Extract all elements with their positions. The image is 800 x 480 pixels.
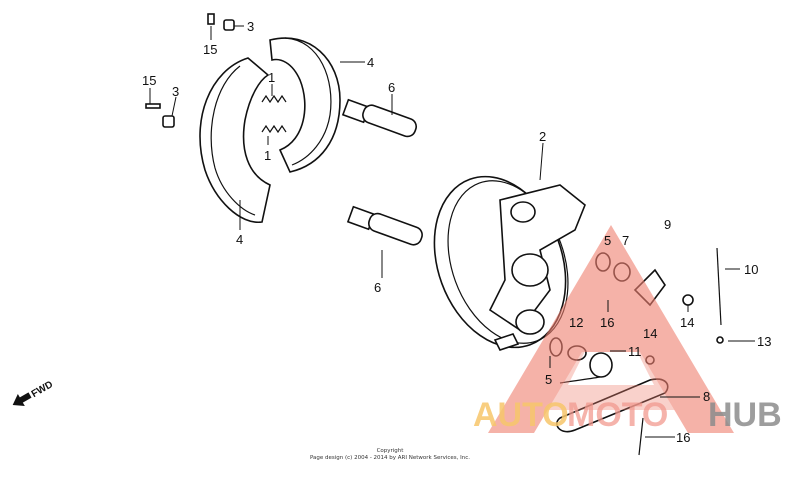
callout-16: 16 (676, 430, 690, 445)
callout-14: 14 (680, 315, 694, 330)
watermark-hub: HUB (708, 396, 782, 434)
callout-3: 3 (172, 84, 179, 99)
callout-10: 10 (744, 262, 758, 277)
callout-11: 11 (628, 344, 642, 359)
callout-14: 14 (643, 326, 657, 341)
callout-9: 9 (664, 217, 671, 232)
fwd-label: FWD (30, 379, 55, 400)
brake-panel (433, 175, 586, 351)
watermark-logo (488, 225, 734, 433)
copyright-line-1: Copyright (377, 448, 405, 454)
callout-8: 8 (703, 389, 710, 404)
callout-16: 16 (600, 315, 614, 330)
callout-2: 2 (539, 129, 546, 144)
callout-15: 15 (142, 73, 156, 88)
fwd-arrow: FWD (12, 379, 55, 407)
brake-shoe-right (269, 37, 341, 173)
callout-numbers: 3 15 4 15 3 1 1 6 4 2 6 5 7 9 10 16 14 1… (142, 19, 771, 445)
watermark-text: AUTO MOTO HUB (473, 396, 782, 434)
callout-1: 1 (268, 70, 275, 85)
copyright-line-2: Page design (c) 2004 - 2014 by ARI Netwo… (310, 455, 470, 461)
brake-shoe-left (199, 57, 271, 223)
callout-6: 6 (388, 80, 395, 95)
leader-lines (149, 25, 755, 438)
callout-5: 5 (545, 372, 552, 387)
callout-5: 5 (604, 233, 611, 248)
pin-and-clip (145, 13, 235, 128)
callout-1: 1 (264, 148, 271, 163)
callout-12: 12 (569, 315, 583, 330)
watermark-auto: AUTO (473, 396, 569, 434)
brake-cam-lower (346, 205, 423, 246)
brake-cam-upper (341, 98, 417, 138)
springs (261, 94, 287, 134)
callout-3: 3 (247, 19, 254, 34)
callout-7: 7 (622, 233, 629, 248)
callout-4: 4 (236, 232, 243, 247)
callout-4: 4 (367, 55, 374, 70)
callout-6: 6 (374, 280, 381, 295)
callout-15: 15 (203, 42, 217, 57)
watermark-moto: MOTO (567, 396, 668, 434)
callout-13: 13 (757, 334, 771, 349)
